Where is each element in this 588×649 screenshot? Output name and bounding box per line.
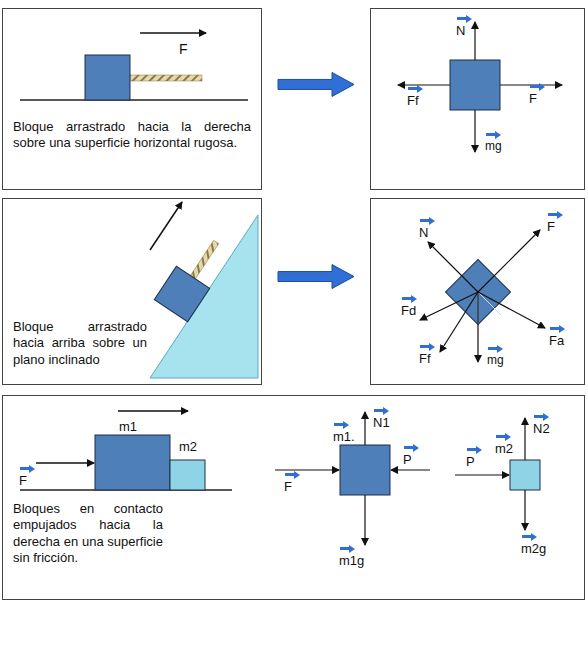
force-label: N1 xyxy=(373,415,390,431)
panel-box: Bloque arrastrado hacia la derecha sobre… xyxy=(2,8,262,190)
block-arrow xyxy=(278,265,354,289)
force-label: F xyxy=(19,473,27,489)
force-label: N xyxy=(419,225,428,241)
description-text: Bloques en contacto empujados hacia la d… xyxy=(13,501,163,566)
horizontal-scene xyxy=(20,33,248,100)
force-label: Ff xyxy=(407,93,419,109)
force-label: m2g xyxy=(521,541,546,557)
force-label: P xyxy=(403,452,412,468)
incline-scene xyxy=(150,202,258,378)
block-arrow xyxy=(278,72,354,96)
description-text: Bloque arrastrado hacia arriba sobre un … xyxy=(13,319,147,368)
part-label: m1 xyxy=(119,419,137,435)
force-label: Ff xyxy=(419,351,431,367)
description-text: Bloque arrastrado hacia la derecha sobre… xyxy=(13,119,251,152)
force-label: F xyxy=(547,219,555,235)
panel-box: N F FdFf Fa mg xyxy=(370,198,585,385)
force-label: N xyxy=(456,23,465,39)
force-label: m1g xyxy=(339,553,364,569)
panel-box: N F Ff mg xyxy=(370,8,585,190)
force-label: F xyxy=(284,479,292,495)
fbd-horizontal xyxy=(398,22,562,152)
force-label: Fa xyxy=(549,333,564,349)
force-label: mg xyxy=(485,139,502,154)
fbd-incline xyxy=(420,230,545,362)
force-label: Fd xyxy=(401,303,416,319)
fbd-contact xyxy=(275,412,540,545)
panel-box: Bloques en contacto empujados hacia la d… xyxy=(2,395,585,600)
part-label: F xyxy=(179,41,188,59)
force-label: m2 xyxy=(495,441,513,457)
force-label: m1. xyxy=(333,429,355,445)
part-label: m2 xyxy=(179,439,197,455)
force-label: mg xyxy=(487,353,504,368)
panel-box: Bloque arrastrado hacia arriba sobre un … xyxy=(2,198,262,385)
contact-scene xyxy=(20,411,232,490)
force-label: F xyxy=(529,91,537,107)
force-label: N2 xyxy=(533,421,550,437)
force-label: P xyxy=(466,454,475,470)
